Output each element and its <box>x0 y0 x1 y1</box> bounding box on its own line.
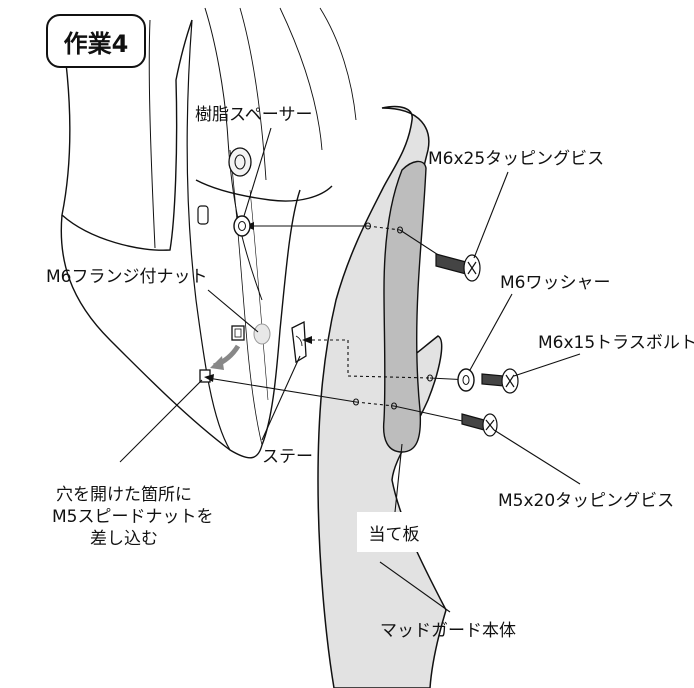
mudguard-body-label: マッドガード本体 <box>380 621 516 641</box>
speed-nut-line-2: M5スピードナットを <box>52 507 214 527</box>
speed-nut-line-1: 穴を開けた箇所に <box>56 485 192 505</box>
step-label: 作業4 <box>46 14 146 68</box>
m6-washer-label: M6ワッシャー <box>500 273 611 293</box>
m6x15-truss-bolt-label: M6x15トラスボルト <box>538 333 694 353</box>
mudguard-body <box>317 105 447 688</box>
m6x25-tapping-screw-label: M6x25タッピングビス <box>428 149 605 169</box>
speed-nut-instruction: 穴を開けた箇所に M5スピードナットを 差し込む <box>52 484 214 550</box>
leader-lines <box>119 127 581 613</box>
m5x20-tapping-screw-label: M5x20タッピングビス <box>498 491 675 511</box>
speed-nut-line-3: 差し込む <box>90 529 158 549</box>
patch-plate-label: 当て板 <box>357 512 431 552</box>
m6-flange-nut-label: M6フランジ付ナット <box>46 267 208 287</box>
patch-plate <box>382 160 427 453</box>
stay-label: ステー <box>262 447 313 467</box>
m6-washer <box>457 368 475 392</box>
m5x20-tapping-screw <box>461 413 498 437</box>
m6x15-truss-bolt <box>481 368 519 394</box>
resin-spacer-label: 樹脂スペーサー <box>195 105 313 125</box>
m6x25-tapping-screw <box>435 253 481 282</box>
resin-spacer <box>233 215 251 237</box>
vehicle-body <box>59 7 357 459</box>
